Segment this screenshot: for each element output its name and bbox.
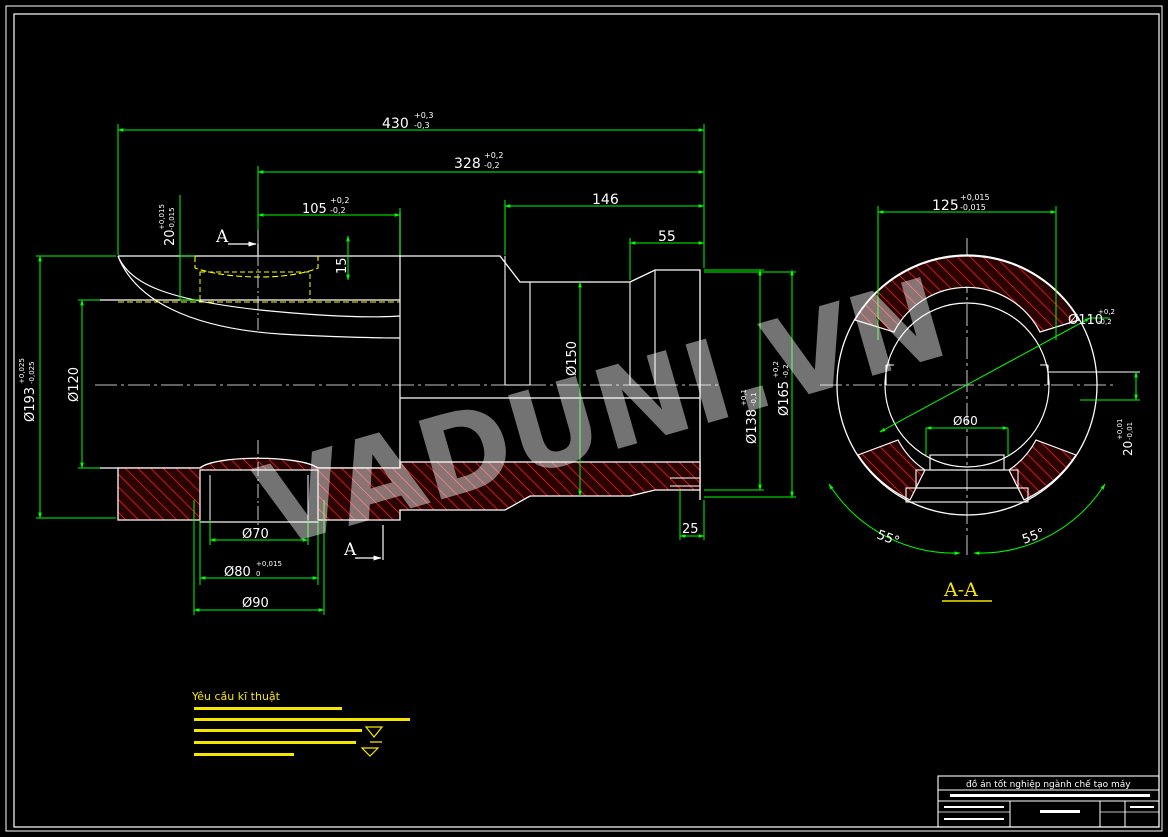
dim-dia-80-tol-low: 0 xyxy=(256,570,260,578)
pin-hole-inner xyxy=(209,475,309,520)
fork-arc-upper-inner xyxy=(117,255,401,339)
dim-dia-138: Ø138 xyxy=(745,409,760,444)
technical-requirements: Yêu cầu kĩ thuật xyxy=(191,690,410,757)
front-view-dimensions xyxy=(36,124,796,615)
pin-bore-hidden xyxy=(199,271,311,301)
dim-dia-60: Ø60 xyxy=(953,414,978,428)
dim-dia-138-tol-up: +0,1 xyxy=(740,389,748,406)
dim-dia-150: Ø150 xyxy=(565,341,580,376)
dim-20-section-tol-low: -0,01 xyxy=(1126,422,1134,440)
requirements-title: Yêu cầu kĩ thuật xyxy=(191,690,281,703)
title-block: đồ án tốt nghiệp ngành chế tạo máy xyxy=(937,775,1160,828)
requirements-lines xyxy=(194,707,410,756)
title-block-row-2 xyxy=(944,818,1004,820)
section-view-dimensions xyxy=(828,206,1140,556)
roughness-symbol-1 xyxy=(364,726,384,743)
dim-20-front-tol-up: +0,015 xyxy=(158,204,166,230)
dim-dia-120: Ø120 xyxy=(67,367,82,402)
inner-border xyxy=(13,13,1160,828)
dim-105-tol-low: -0,2 xyxy=(330,206,346,215)
dim-328: 328 xyxy=(454,156,481,172)
dim-20-front-tol-low: -0,015 xyxy=(168,207,176,230)
dim-15: 15 xyxy=(335,257,350,274)
dim-25: 25 xyxy=(682,522,699,537)
dim-20-front: 20 xyxy=(163,229,178,246)
dim-55: 55 xyxy=(658,229,676,245)
dim-430-tol-low: -0,3 xyxy=(414,121,430,130)
watermark: VADUNI.VN xyxy=(244,254,960,574)
dim-dia-110-tol-up: +0,2 xyxy=(1098,308,1115,316)
dim-328-tol-up: +0,2 xyxy=(484,151,503,160)
dim-angle-right: 55° xyxy=(1020,526,1047,548)
dim-430-tol-up: +0,3 xyxy=(414,111,433,120)
section-marker-top: A xyxy=(215,227,229,247)
dim-dia-165-tol-low: -0,2 xyxy=(782,364,790,378)
dim-20-section-tol-up: +0,01 xyxy=(1116,419,1124,440)
dim-146: 146 xyxy=(592,192,619,208)
section-marker-bottom: A xyxy=(343,540,357,560)
section-label: A-A xyxy=(943,579,978,601)
dim-dia-138-tol-low: -0,1 xyxy=(750,392,758,406)
dim-dia-165-tol-up: +0,2 xyxy=(772,361,780,378)
title-block-subject xyxy=(950,794,1150,797)
title-block-scale xyxy=(1130,806,1154,808)
dim-dia-110: Ø110 xyxy=(1068,313,1103,328)
dim-dia-80: Ø80 xyxy=(224,565,251,580)
dim-dia-80-tol-up: +0,015 xyxy=(256,560,282,568)
hatch-top-band xyxy=(854,255,1080,333)
dim-dia-110-tol-low: -0,2 xyxy=(1098,318,1112,326)
dim-105-tol-up: +0,2 xyxy=(330,196,349,205)
dim-328-tol-low: -0,2 xyxy=(484,161,500,170)
dim-dia-165: Ø165 xyxy=(777,381,792,416)
dim-430: 430 xyxy=(382,116,409,132)
dim-dia-90: Ø90 xyxy=(242,596,269,611)
outer-circle xyxy=(836,254,1098,516)
dim-dia-193: Ø193 xyxy=(23,387,38,422)
neck-lines xyxy=(504,256,656,385)
title-block-row-1 xyxy=(944,806,1004,808)
dim-105: 105 xyxy=(302,202,327,217)
title-block-header: đồ án tốt nghiệp ngành chế tạo máy xyxy=(966,779,1131,790)
pin-hole-lower xyxy=(199,469,319,523)
dim-125-tol-up: +0,015 xyxy=(960,193,990,202)
outer-border xyxy=(5,5,1163,832)
fork-arc-upper xyxy=(117,255,401,318)
section-view-dim-text: 125 +0,015 -0,015 Ø110 +0,2 -0,2 Ø60 20 … xyxy=(875,193,1135,550)
dim-angle-left: 55° xyxy=(875,528,902,550)
dim-dia-70: Ø70 xyxy=(242,527,269,542)
title-block-part-name xyxy=(1040,810,1080,813)
dim-dia-193-tol-up: +0,025 xyxy=(18,358,26,384)
dim-20-section: 20 xyxy=(1121,441,1135,456)
dim-125-tol-low: -0,015 xyxy=(960,203,986,212)
front-view-dim-text: 430 +0,3 -0,3 328 +0,2 -0,2 105 +0,2 -0,… xyxy=(18,111,792,611)
dim-125: 125 xyxy=(932,198,959,214)
dim-dia-193-tol-low: -0,025 xyxy=(28,361,36,384)
roughness-symbol-2 xyxy=(360,747,380,757)
saddle-hidden xyxy=(194,256,319,278)
